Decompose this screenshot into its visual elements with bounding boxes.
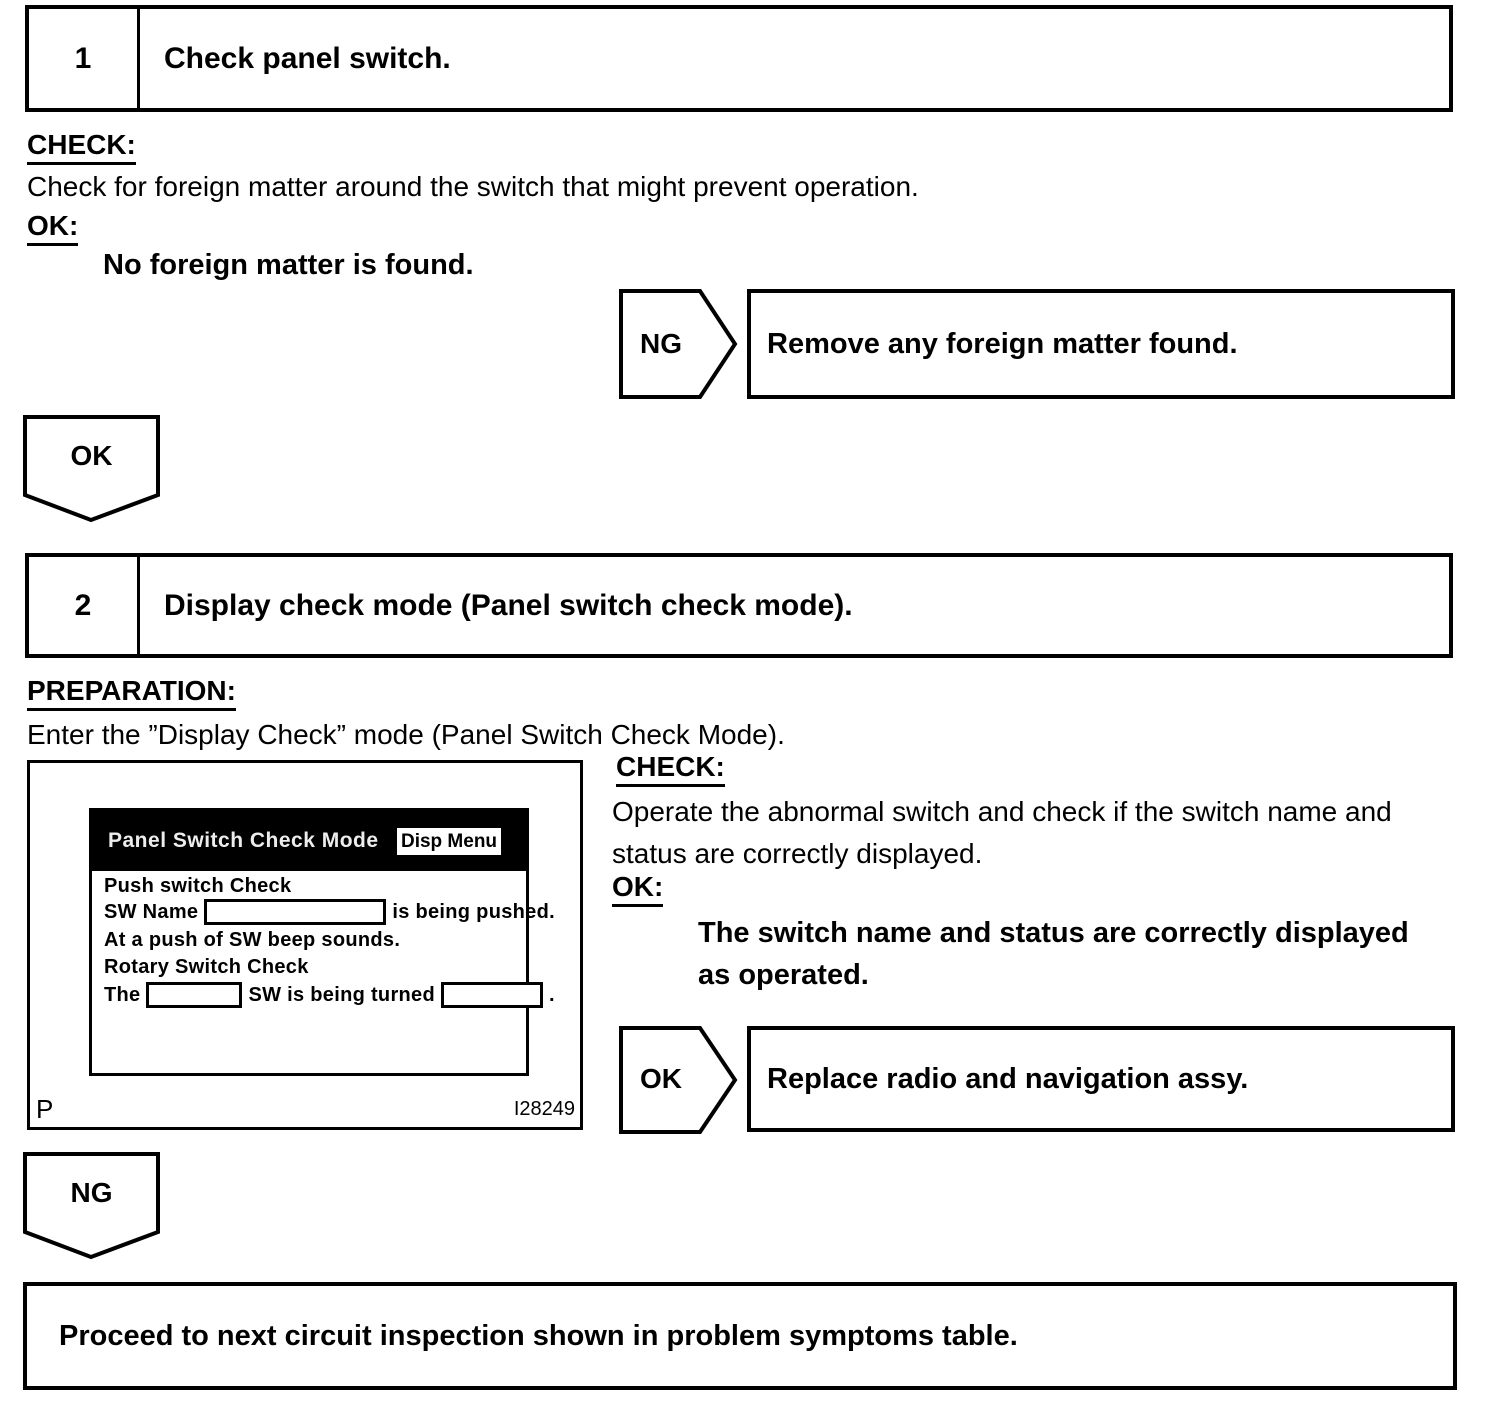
footer-instruction-box: Proceed to next circuit inspection shown… [23,1282,1457,1390]
step-1-number: 1 [29,9,140,108]
screen-title-bar: Panel Switch Check Mode Disp Menu [92,811,526,871]
step2-ok-action-box: Replace radio and navigation assy. [747,1026,1455,1132]
down-arrow-icon [23,1152,160,1260]
step-2-title: Display check mode (Panel switch check m… [164,588,853,622]
sw-name-blank-field [204,899,387,925]
ng-continue-arrow: NG [23,1152,160,1260]
screen-title: Panel Switch Check Mode [108,829,379,852]
step2-check-text: Operate the abnormal switch and check if… [612,796,1392,869]
step1-check-heading: CHECK: [27,129,136,165]
right-arrow-icon [619,1026,738,1134]
ng-arrow-step1: NG [619,289,738,399]
sw-name-label: SW Name [104,900,199,923]
step2-ok-heading: OK: [612,871,664,907]
down-arrow-icon [23,415,160,523]
beep-sounds-line: At a push of SW beep sounds. [104,929,401,951]
ok-arrow-label: OK [640,1063,682,1094]
ok-continue-arrow: OK [23,415,160,523]
step-1-title: Check panel switch. [164,41,451,75]
step1-ok-heading: OK: [27,210,79,246]
the-label: The [104,983,141,1006]
step2-preparation-heading: PREPARATION: [27,675,236,711]
ok-arrow-step2: OK [619,1026,738,1136]
step2-ok-action-text: Replace radio and navigation assy. [767,1062,1249,1095]
rotary-switch-check-line: Rotary Switch Check [104,956,309,978]
disp-menu-button: Disp Menu [397,828,501,855]
sw-being-turned-text: SW is being turned [248,983,435,1006]
step2-ok-statement: The switch name and status are correctly… [698,917,1409,991]
step1-check-text: Check for foreign matter around the swit… [27,171,919,202]
display-screen-illustration: Panel Switch Check Mode Disp Menu Push s… [89,808,555,1076]
step1-ng-action-text: Remove any foreign matter found. [767,327,1238,360]
ng-arrow-label: NG [640,328,682,359]
turn-direction-blank-field [440,982,543,1008]
step1-ng-action-box: Remove any foreign matter found. [747,289,1455,399]
sw-name-line: SW Name is being pushed. [104,899,555,925]
rotary-status-line: The SW is being turned . [104,982,555,1008]
push-switch-check-line: Push switch Check [104,875,292,897]
is-being-pushed-text: is being pushed. [392,900,555,923]
step2-check-heading: CHECK: [616,751,725,787]
step2-preparation-text: Enter the ”Display Check” mode (Panel Sw… [27,719,785,750]
step1-ok-statement: No foreign matter is found. [103,249,474,281]
figure-corner-label: P [36,1094,54,1124]
ok-continue-label: OK [70,440,113,471]
rotary-sw-blank-field [146,982,243,1008]
period-text: . [548,983,555,1006]
step-2-number: 2 [29,557,140,654]
ng-continue-label: NG [70,1177,113,1208]
figure-id: I28249 [513,1098,575,1120]
screen-body: Push switch Check SW Name is being pushe… [92,871,555,1073]
figure-panel-switch-check: Panel Switch Check Mode Disp Menu Push s… [27,760,583,1130]
right-arrow-icon [619,289,738,399]
step-1-header: 1 Check panel switch. [25,5,1453,112]
step-2-header: 2 Display check mode (Panel switch check… [25,553,1453,658]
footer-instruction-text: Proceed to next circuit inspection shown… [59,1319,1018,1352]
